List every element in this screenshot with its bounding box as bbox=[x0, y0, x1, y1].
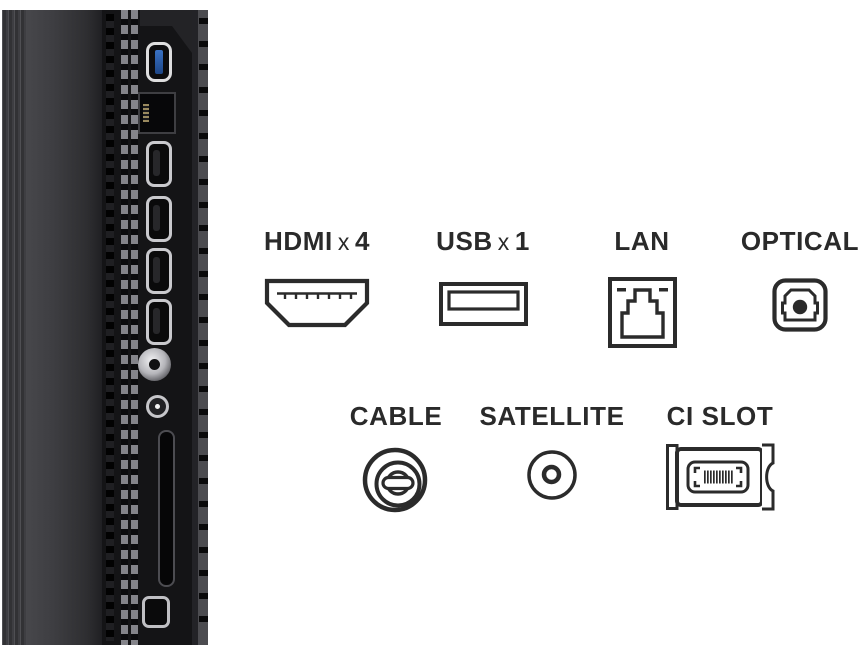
panel-edge-band bbox=[192, 10, 198, 645]
hdmi-port-contact bbox=[153, 150, 160, 176]
optical-label: OPTICAL bbox=[740, 226, 860, 256]
optical-audio-icon bbox=[772, 278, 828, 332]
satellite-port-photo bbox=[146, 395, 169, 418]
port-group-lan: LAN bbox=[588, 228, 696, 348]
port-group-optical: OPTICAL bbox=[740, 226, 860, 332]
grille-dash-column bbox=[131, 10, 138, 645]
coax-center-hole bbox=[149, 359, 160, 370]
ci-module-icon bbox=[664, 442, 776, 512]
hdmi-port-contact bbox=[153, 257, 160, 283]
hdmi-port-photo-4 bbox=[146, 299, 172, 345]
satellite-label: SATELLITE bbox=[479, 401, 625, 431]
hdmi-port-photo-3 bbox=[146, 248, 172, 294]
tv-back-ribbed-edge bbox=[2, 10, 26, 645]
vent-slots bbox=[199, 18, 208, 638]
coax-cable-icon bbox=[360, 446, 432, 518]
tv-side-panel-surface bbox=[26, 10, 102, 645]
vent-strip bbox=[198, 10, 208, 645]
port-group-satellite: SATELLITE bbox=[479, 403, 624, 502]
tv-side-panel-photo bbox=[2, 10, 208, 645]
port-group-ci-slot: CI SLOT bbox=[654, 403, 786, 512]
usb-connector-icon bbox=[438, 282, 528, 326]
lan-port-photo bbox=[138, 92, 176, 134]
hdmi-port-photo-1 bbox=[146, 141, 172, 187]
hdmi-port-photo-2 bbox=[146, 196, 172, 242]
cable-label: CABLE bbox=[349, 401, 443, 431]
satellite-center-pin bbox=[155, 404, 160, 409]
lan-label: LAN bbox=[614, 226, 670, 256]
ci-slot-label: CI SLOT bbox=[666, 401, 774, 431]
ci-slot-photo bbox=[158, 430, 175, 587]
grille-dash-column bbox=[121, 10, 128, 645]
hdmi-port-contact bbox=[153, 205, 160, 231]
usb-port-photo bbox=[146, 42, 172, 82]
hdmi-connector-icon bbox=[264, 278, 370, 328]
lan-rj45-icon bbox=[607, 277, 677, 348]
port-group-cable: CABLE bbox=[340, 403, 452, 518]
satellite-f-connector-icon bbox=[526, 450, 578, 502]
cable-coax-port-photo bbox=[138, 348, 171, 381]
hdmi-port-contact bbox=[153, 308, 160, 334]
usb-blue-tab bbox=[155, 50, 163, 74]
speaker-grille-holes bbox=[106, 14, 114, 641]
lan-port-pins bbox=[143, 104, 149, 122]
optical-port-photo bbox=[142, 596, 170, 628]
